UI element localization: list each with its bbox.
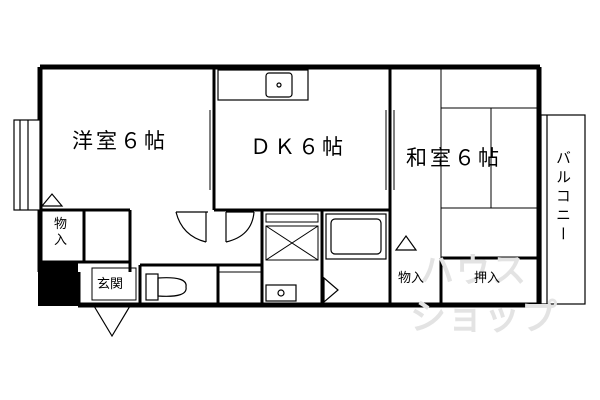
washer-area <box>265 213 319 261</box>
toilet <box>145 273 187 301</box>
wash-basin <box>265 284 297 302</box>
entrance-area <box>91 267 262 301</box>
room-label-entrance: 玄関 <box>97 277 124 292</box>
watermark-line-2: ショップ <box>410 297 559 338</box>
tatami-lines <box>440 67 539 258</box>
left-window <box>13 119 41 211</box>
room-label-dk: ＤＫ６帖 <box>250 135 346 159</box>
room-label-balcony: バルコニー <box>554 150 572 245</box>
room-label-storage-left: 物入 <box>54 217 68 248</box>
balcony-outline <box>540 114 586 305</box>
room-label-oshiire: 押入 <box>474 271 501 286</box>
room-label-japanese: 和室６帖 <box>406 146 502 170</box>
interior-walls <box>40 67 539 305</box>
bathtub <box>325 213 387 260</box>
closet-triangles <box>40 193 418 304</box>
room-label-western: 洋室６帖 <box>72 129 168 153</box>
door-swings <box>90 211 255 338</box>
kitchen-counter <box>217 69 309 101</box>
room-label-storage-right: 物入 <box>398 271 425 286</box>
pillar-block <box>38 262 78 306</box>
watermark-line-1: ハウス <box>420 251 528 291</box>
outer-walls <box>37 64 542 308</box>
sliding-partitions <box>209 110 395 190</box>
